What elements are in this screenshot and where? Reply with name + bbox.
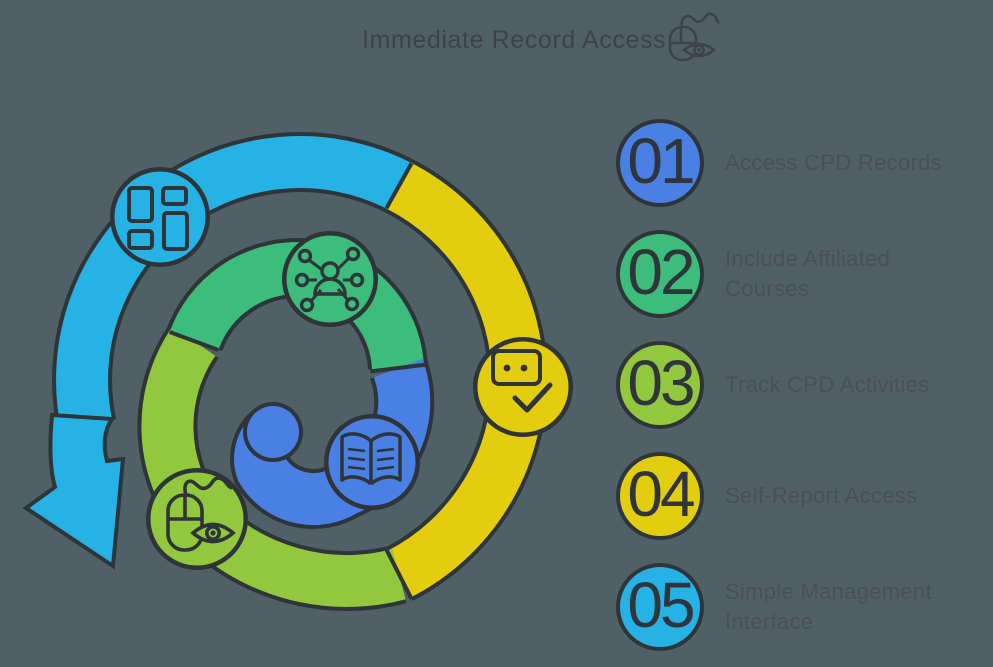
node-chat — [473, 337, 573, 437]
step-number: 02 — [627, 236, 695, 308]
segment-separators — [168, 162, 427, 601]
step-number-badge: 05 — [616, 563, 704, 651]
step-label: Access CPD Records — [725, 150, 942, 175]
step-label: Simple Management Interface — [725, 579, 932, 634]
spiral-end-cap — [243, 402, 303, 462]
band-blue — [234, 358, 431, 525]
list-item: 01 Access CPD Records — [616, 119, 969, 207]
step-number: 01 — [627, 125, 695, 197]
node-mouse — [146, 468, 248, 570]
list-item: 05 Simple Management Interface — [616, 563, 969, 651]
step-number-badge: 01 — [616, 119, 704, 207]
step-label: Include Affiliated Courses — [725, 246, 891, 301]
node-people — [282, 231, 378, 327]
flow-arrow — [22, 412, 126, 570]
step-number: 03 — [627, 347, 695, 419]
list-item: 04 Self-Report Access — [616, 452, 969, 540]
network-people-icon — [294, 246, 365, 313]
dashboard-icon — [127, 186, 189, 251]
step-number: 05 — [627, 569, 695, 641]
step-label: Track CPD Activities — [725, 372, 930, 397]
step-number: 04 — [627, 458, 695, 530]
page-title: Immediate Record Access — [362, 26, 667, 54]
mouse-eye-icon — [166, 476, 236, 552]
step-number-badge: 02 — [616, 230, 704, 318]
list-item: 03 Track CPD Activities — [616, 341, 969, 429]
node-dashboard — [110, 167, 210, 267]
open-book-icon — [340, 432, 402, 486]
step-label: Self-Report Access — [725, 483, 918, 508]
list-item: 02 Include Affiliated Courses — [616, 230, 969, 318]
title-mouse-eye-icon — [668, 12, 720, 62]
chat-check-icon — [491, 349, 553, 413]
step-number-badge: 04 — [616, 452, 704, 540]
node-book — [324, 414, 420, 510]
step-number-badge: 03 — [616, 341, 704, 429]
